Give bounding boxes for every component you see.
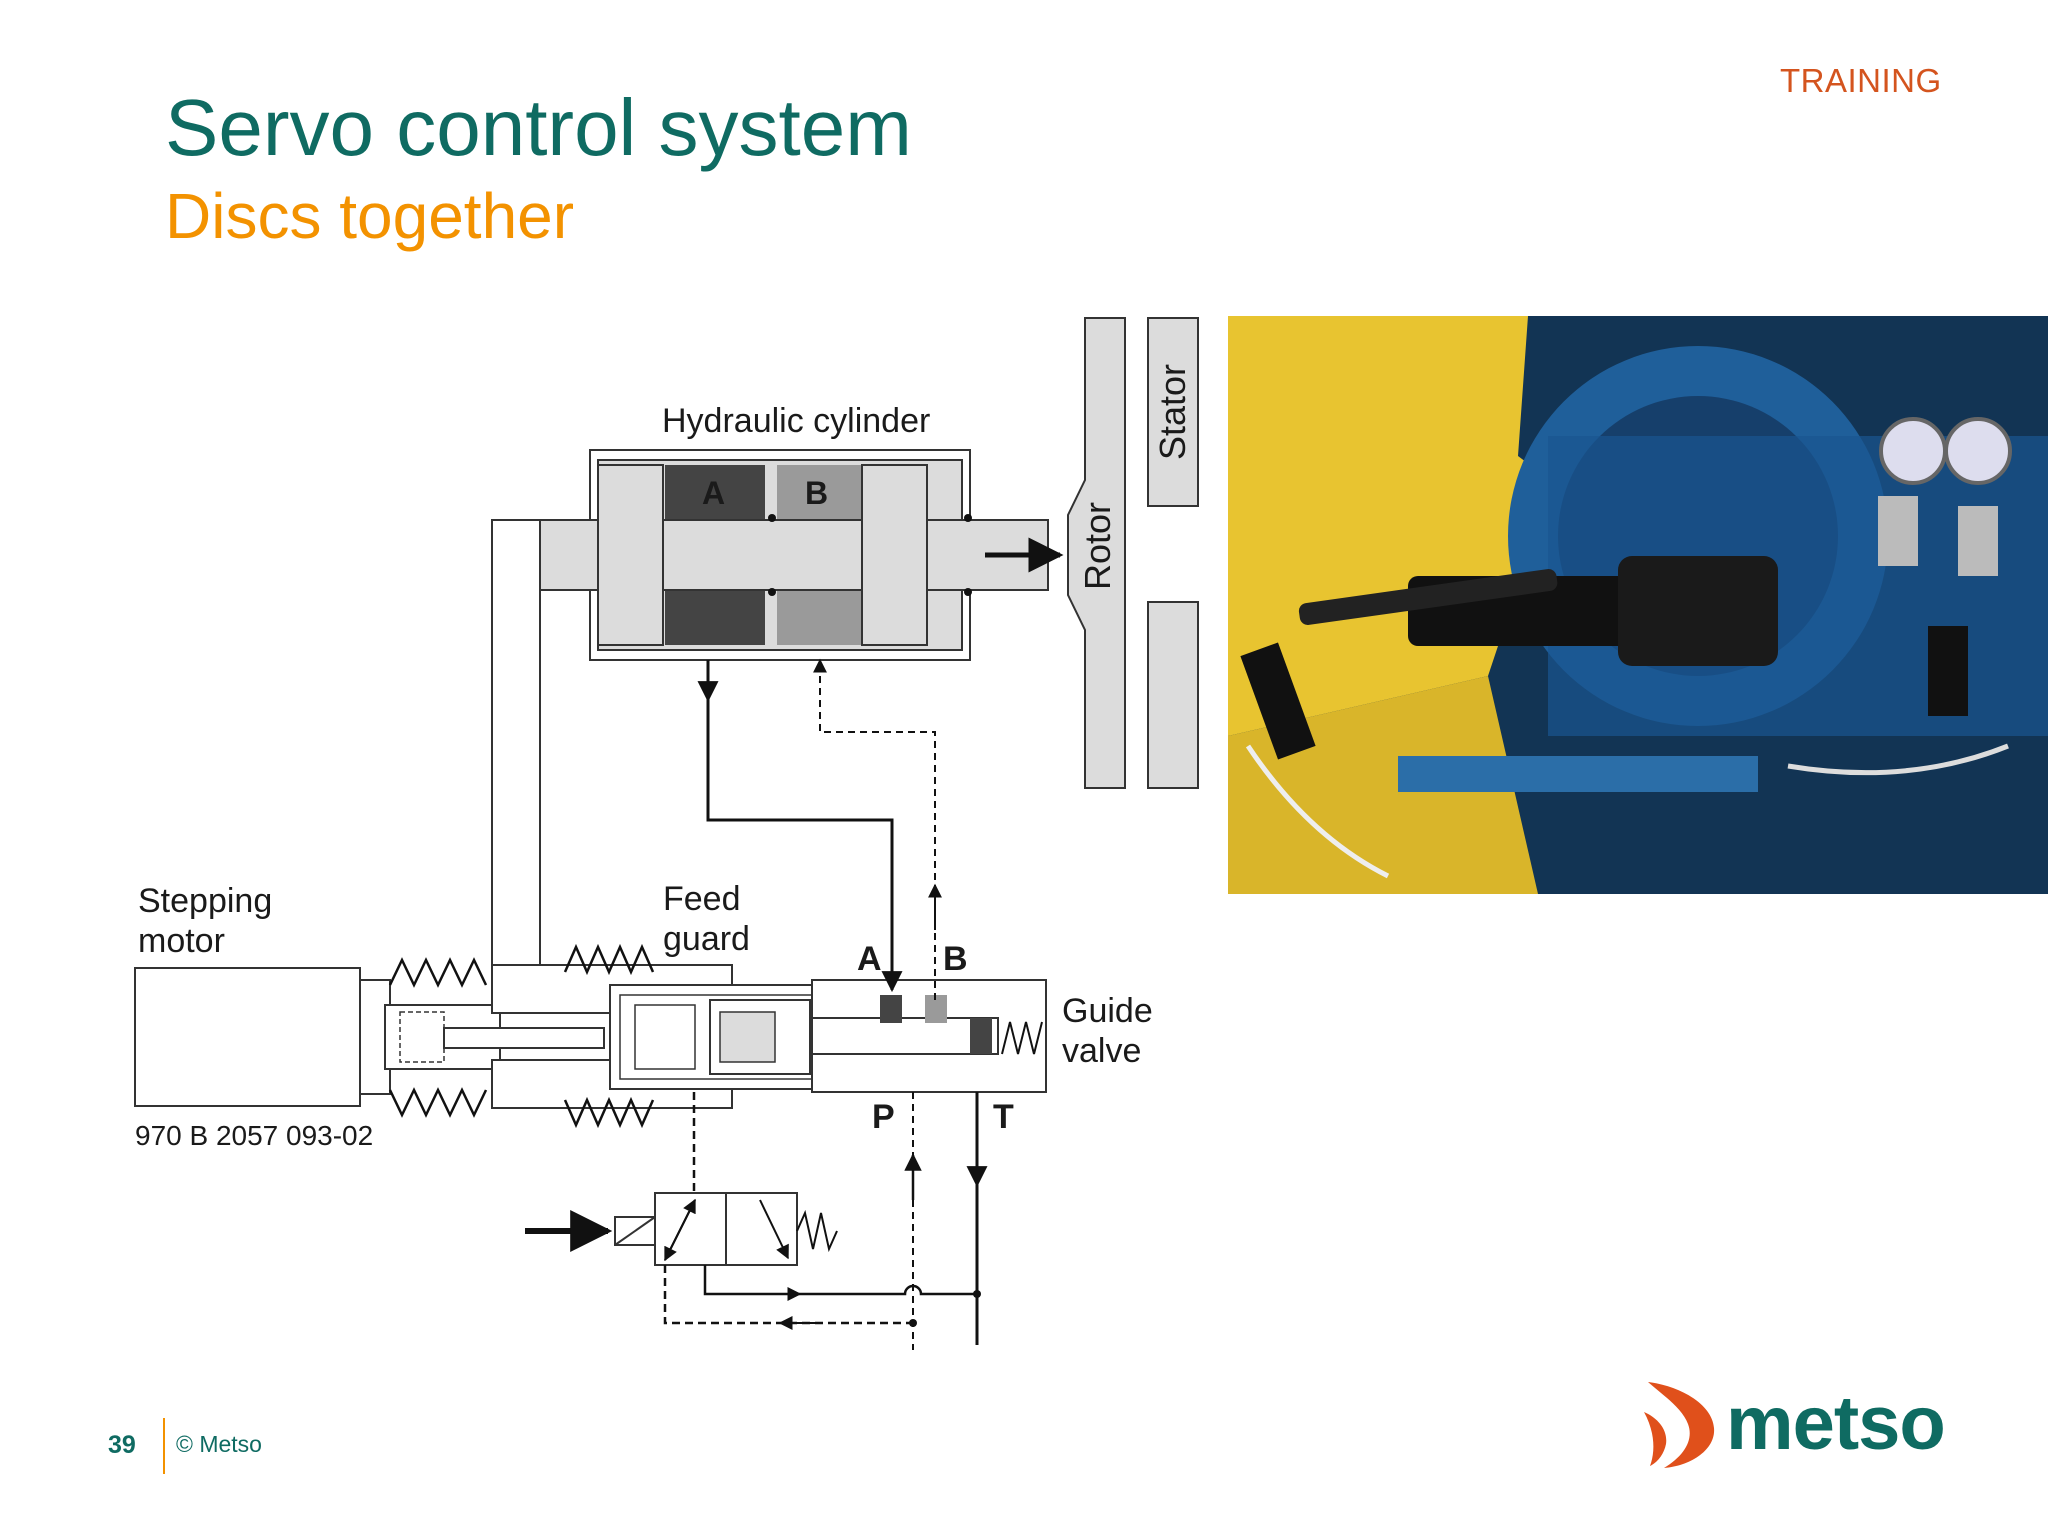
stator-lower (1147, 601, 1199, 789)
pilot-return (663, 1265, 913, 1325)
page-title: Servo control system (165, 83, 912, 172)
port-t-label: T (993, 1098, 1014, 1136)
stator-label: Stator (1152, 364, 1193, 460)
metso-logo-text: metso (1726, 1381, 1946, 1466)
line-b (813, 658, 936, 1000)
cylinder-label: Hydraulic cylinder (662, 402, 930, 440)
rotor (1067, 317, 1126, 789)
chamber-b-label: B (805, 475, 828, 511)
copyright-text: © Metso (176, 1431, 262, 1457)
feed-guard-line1: Feed (663, 880, 741, 918)
stator-upper (1147, 317, 1199, 507)
feed-guard-line2: guard (663, 920, 750, 958)
drawing-number: 970 B 2057 093-02 (135, 1120, 373, 1151)
motor-label-line2: motor (138, 922, 225, 960)
metso-logo-icon (1644, 1382, 1715, 1468)
chamber-a-label: A (702, 475, 725, 511)
training-label: TRAINING (1780, 62, 1942, 99)
drain-line (703, 1265, 977, 1296)
footer-separator (163, 1418, 165, 1474)
page-subtitle: Discs together (165, 180, 575, 252)
port-a-label: A (857, 940, 882, 978)
motor-label-line1: Stepping (138, 882, 272, 920)
line-a (706, 660, 903, 993)
guide-valve-line2: valve (1062, 1032, 1141, 1070)
guide-valve-line1: Guide (1062, 992, 1153, 1030)
connecting-pipe (491, 519, 541, 966)
stepping-motor (134, 967, 361, 1107)
servo-control-diagram: Hydraulic cylinder A B Rotor Stator Step… (134, 317, 1199, 1350)
page-number: 39 (108, 1431, 136, 1459)
equipment-photo (1228, 316, 2048, 894)
hydraulic-cylinder (539, 449, 1049, 661)
port-p-label: P (872, 1098, 895, 1136)
port-b-label: B (943, 940, 968, 978)
rotor-label: Rotor (1077, 502, 1118, 590)
